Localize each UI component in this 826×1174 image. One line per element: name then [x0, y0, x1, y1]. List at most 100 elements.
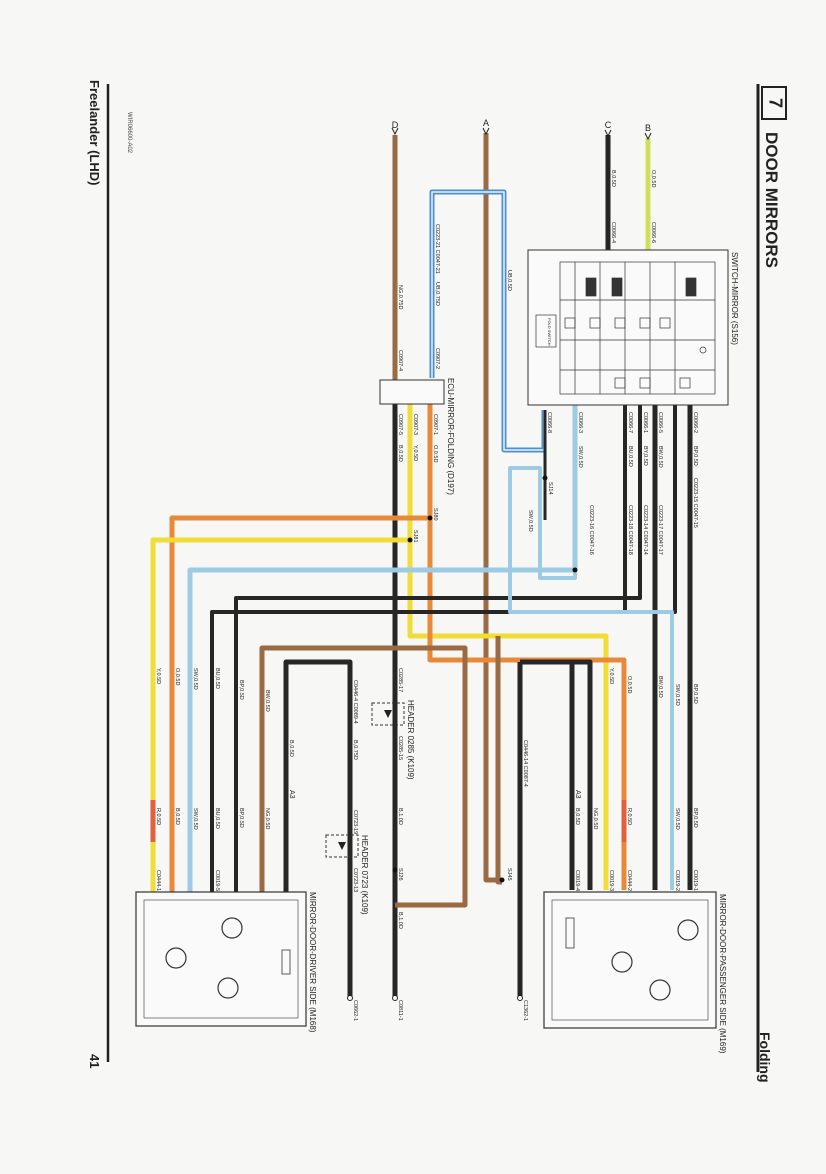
wire-label: SW,0.5D	[577, 446, 583, 468]
splice-label: SJ80	[432, 508, 438, 521]
splice-label: SJ45	[506, 868, 512, 881]
wire-label: C0907-2	[434, 348, 440, 369]
wire-label: C0066-4	[610, 222, 616, 243]
connector-d: D	[392, 120, 399, 130]
wire-label: NG,0.75D	[397, 285, 403, 309]
chevron-down-icon	[644, 132, 652, 141]
wire-label: BP,0.5D	[238, 808, 244, 828]
wire-label: C0066-5	[657, 412, 663, 433]
mirror-driver-title: MIRROR-DOOR-DRIVER SIDE (M168)	[308, 892, 317, 1033]
motor-icon	[611, 951, 633, 973]
header-arrow-icon	[384, 710, 392, 718]
heater-icon	[281, 949, 291, 975]
wire-label: C0019-2	[674, 870, 680, 891]
wire-label: B,0.5D	[574, 808, 580, 825]
wire-label: C0019-5	[214, 870, 220, 891]
mirror-passenger-box	[543, 891, 717, 1029]
wire-label: B,0.5D	[397, 445, 403, 462]
wire-pas-ng	[495, 636, 502, 885]
ecu-box	[379, 379, 445, 405]
wire-label: SW,0.5D	[192, 808, 198, 830]
wire-label: Y,0.5D	[608, 668, 614, 684]
wire-ecu-orange	[169, 403, 433, 892]
splice-label: SJ26	[397, 868, 403, 881]
header-0723: HEADER 0723 (K109)	[325, 834, 369, 915]
wire-label: C0811-1	[397, 1000, 403, 1021]
terminal-icon	[392, 995, 398, 1001]
a3-label: A3	[288, 790, 295, 799]
wire-label: C0223-16 C0047-16	[588, 505, 594, 555]
wire-label: C0285-17	[397, 668, 403, 692]
wire-label: C0907-3	[412, 414, 418, 435]
wire-label: C0019-1	[692, 870, 698, 891]
wire-label: BW,0.5D	[657, 446, 663, 468]
wire-label: C0066-1	[642, 412, 648, 433]
splice-dots	[392, 475, 578, 883]
wire-label: NG,0.5D	[264, 808, 270, 829]
connector-ends: D A C B	[391, 118, 652, 141]
wire-label: C0723-13	[352, 868, 358, 892]
ground-ends	[347, 995, 523, 1001]
motor-icon	[217, 977, 239, 999]
wire-drv-header	[283, 659, 353, 892]
wire-label: Y,0.5D	[412, 445, 418, 461]
motor-icon	[677, 919, 699, 941]
wire-label: C0223-18 C0047-18	[627, 505, 633, 555]
section-number: 7	[765, 98, 785, 108]
wire-label: C0223-17 C0047-17	[657, 505, 663, 555]
chevron-down-icon	[391, 127, 399, 136]
wire-label: O,0.5D	[432, 445, 438, 462]
splice-label: SJ14	[547, 482, 553, 495]
wire-label: C0066-7	[627, 412, 633, 433]
wire-label: B,0.5D	[288, 740, 294, 757]
wire-label: BP,0.5D	[692, 684, 698, 704]
fold-switch-box	[535, 314, 557, 348]
mirror-driver-box	[135, 891, 307, 1027]
splice-label: SJ81	[412, 530, 418, 543]
header-arrow-icon	[338, 842, 346, 850]
wire-label: C0223-15 C0047-15	[692, 478, 698, 528]
footer-title: Freelander (LHD)	[87, 80, 102, 185]
motor-icon	[165, 947, 187, 969]
wire-label: B,1.0D	[397, 912, 403, 929]
wire-label: C0019-3	[608, 870, 614, 891]
mirror-passenger: MIRROR-DOOR-PASSENGER SIDE (M169)	[543, 891, 727, 1054]
wire-label: BU,0.5D	[214, 808, 220, 829]
wire-label: C0907-4	[397, 350, 403, 371]
wire-label: BP,0.5D	[692, 808, 698, 828]
wire-label: C0223-21 C0047-21	[434, 224, 440, 274]
mirror-driver-inner	[143, 899, 299, 1019]
wire-label: C0723-19	[352, 810, 358, 834]
fold-switch-label: FOLD SWITCH	[547, 318, 552, 346]
page-subtitle: Folding	[757, 1032, 773, 1083]
wire-label: B,0.5D	[610, 170, 616, 187]
page-number: 41	[87, 1054, 102, 1068]
switch-internal-circuit	[559, 261, 716, 395]
wire-label: C0907-5	[397, 414, 403, 435]
wire-label: C0907-1	[432, 414, 438, 435]
header-0723-box	[325, 834, 359, 858]
wire-pas-brn	[520, 659, 593, 890]
wire-label: B,1.0D	[397, 808, 403, 825]
connector-a: A	[483, 118, 489, 128]
header-0285: HEADER 0285 (K109)	[371, 700, 415, 780]
header-0723-title: HEADER 0723 (K109)	[360, 835, 369, 915]
wires	[150, 133, 693, 998]
wire-label: BW,0.5D	[264, 690, 270, 712]
doc-code: WIR06600-A02	[126, 112, 132, 154]
terminal-icon	[517, 995, 523, 1001]
wire-label: NG,0.5D	[592, 808, 598, 829]
ecu-mirror-folding: ECU-MIRROR-FOLDING (D197)	[379, 378, 455, 495]
wire-label: B,0.5D	[174, 808, 180, 825]
mirror-passenger-title: MIRROR-DOOR-PASSENGER SIDE (M169)	[718, 894, 727, 1054]
wire-label: C0446-14 C0087-4	[522, 740, 528, 787]
wire-label: SW,0.5D	[527, 510, 533, 532]
wire-ecu-orange-pas	[427, 518, 627, 890]
chevron-down-icon	[482, 127, 490, 136]
wire-label: C0066-6	[650, 222, 656, 243]
wire-label: SW,0.5D	[192, 668, 198, 690]
header-0285-box	[371, 702, 405, 726]
wire-label: Y,0.5D	[155, 668, 161, 684]
wire-label: C0066-2	[692, 412, 698, 433]
wire-label: BU,0.5D	[627, 446, 633, 467]
